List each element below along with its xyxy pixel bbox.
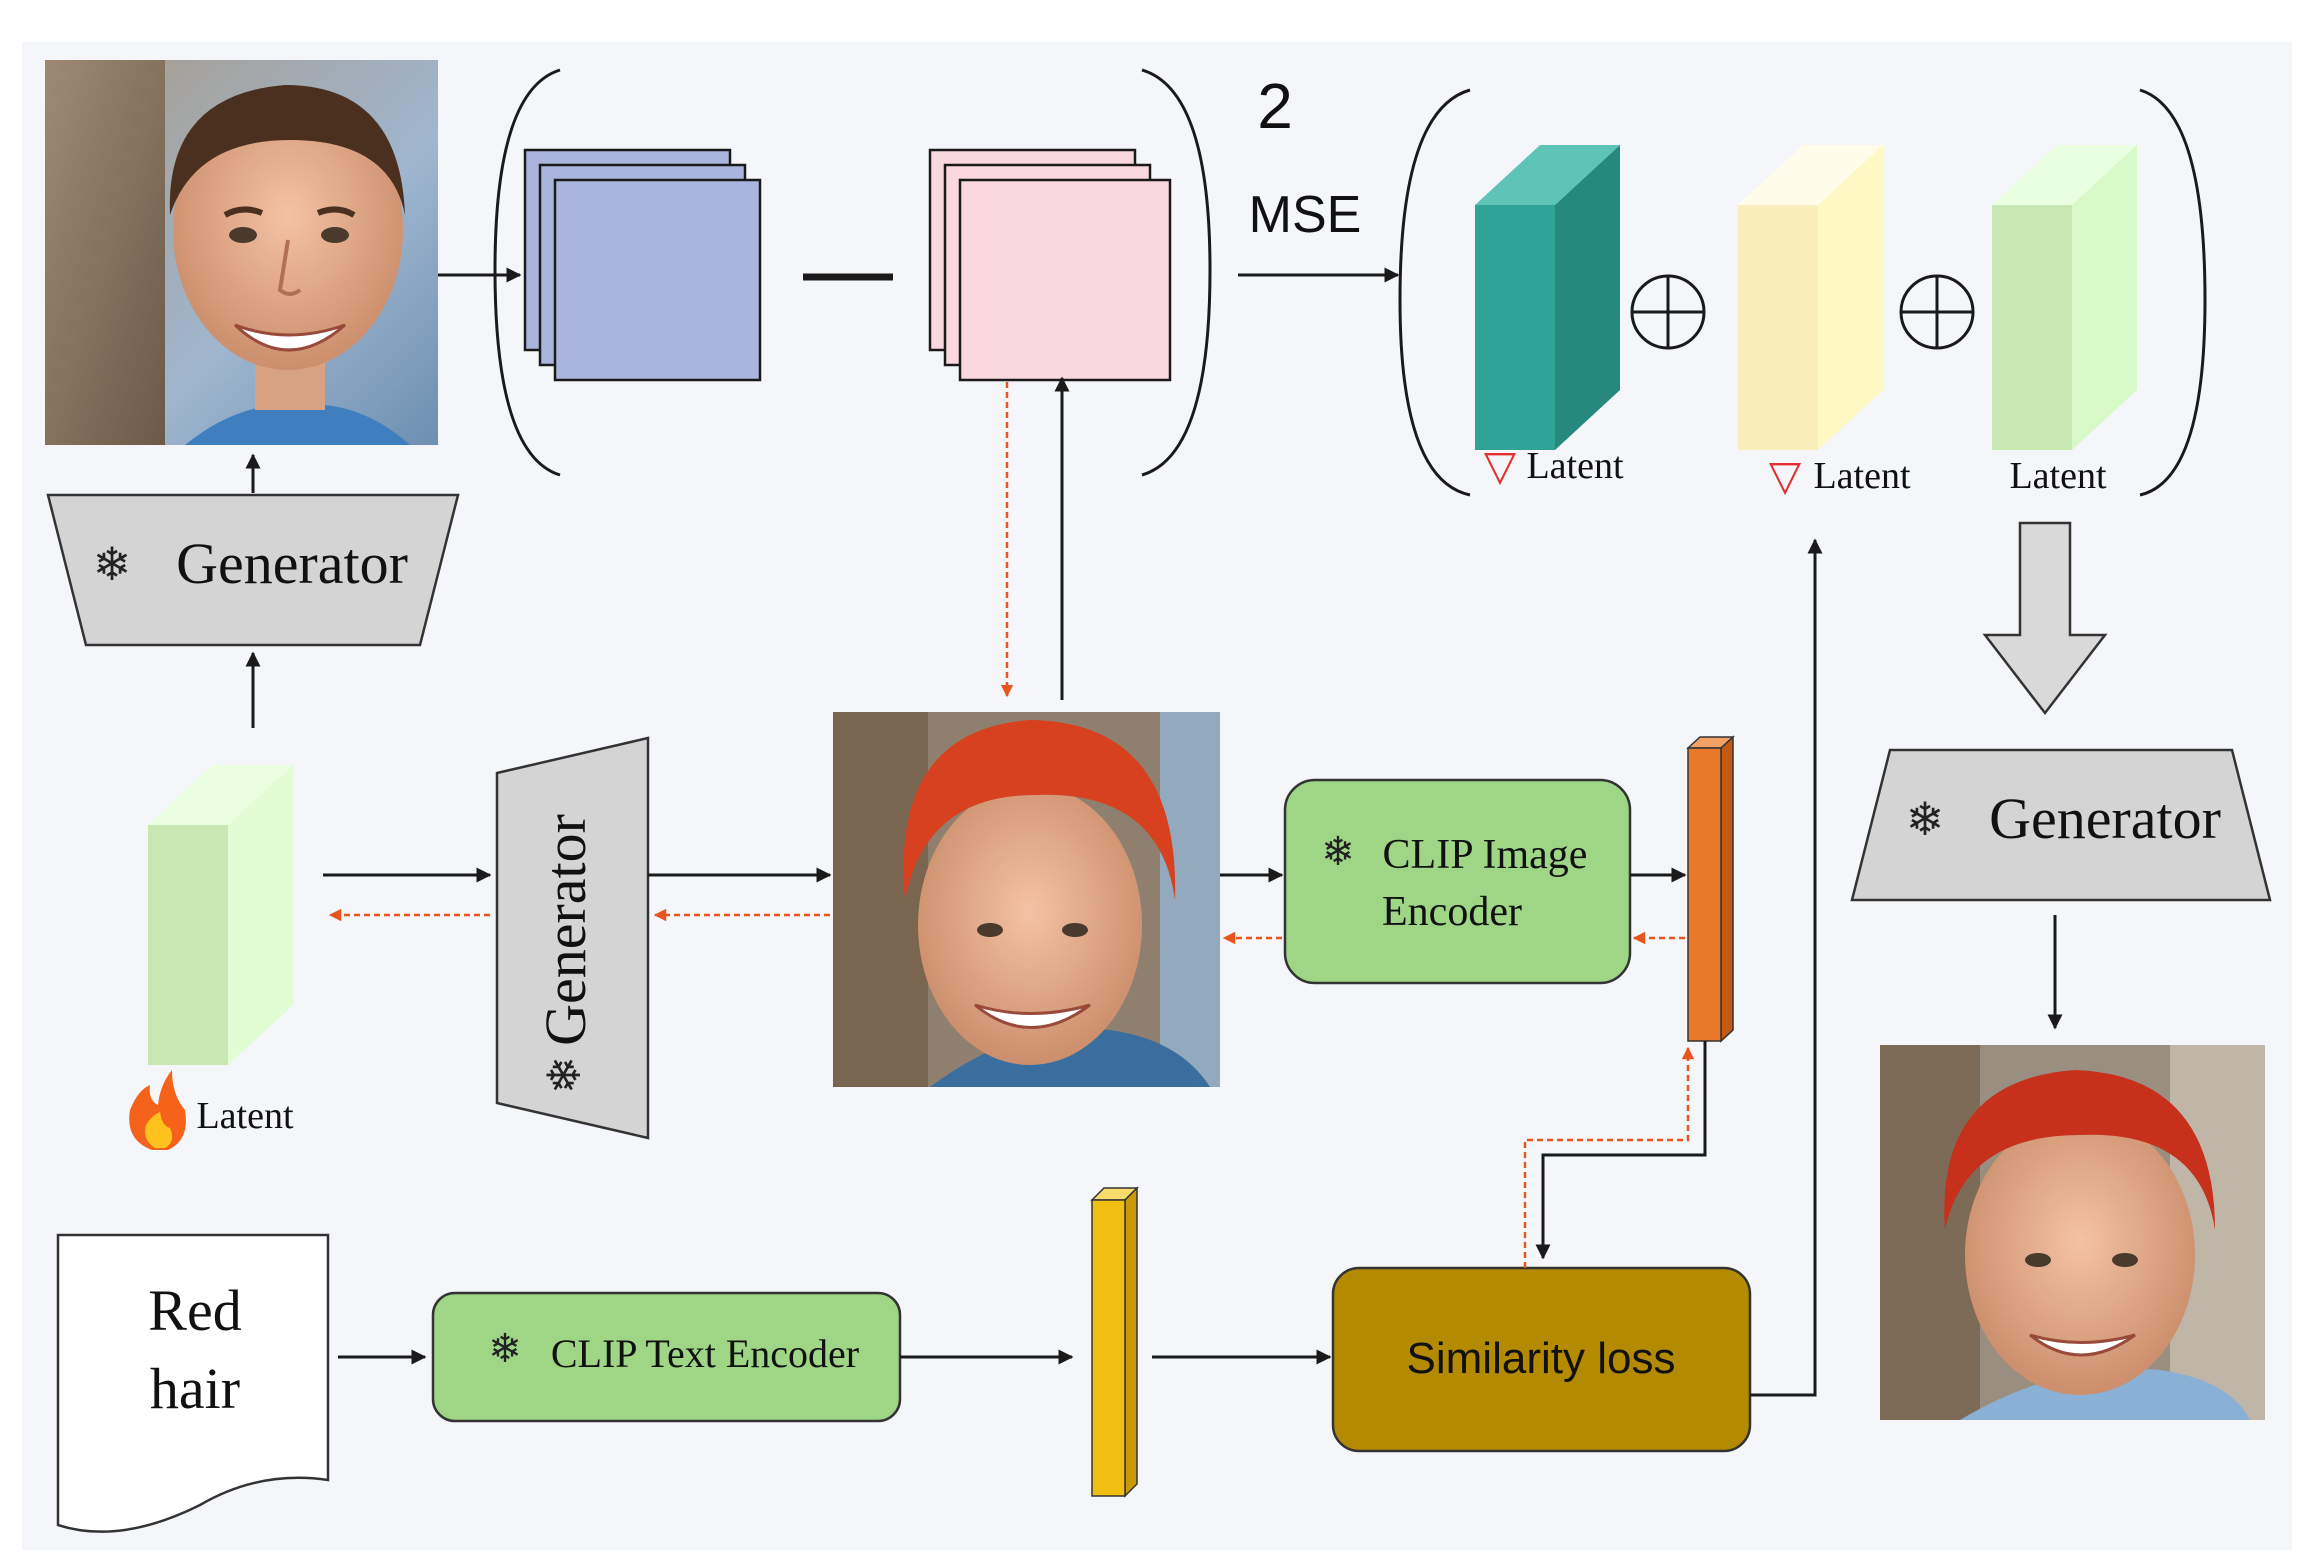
- latent-green-top: [1992, 145, 2137, 450]
- image-embedding: [1686, 735, 1735, 1043]
- similarity-loss-label: Similarity loss: [1407, 1334, 1676, 1383]
- clip-text-encoder: ❄ CLIP Text Encoder: [431, 1291, 902, 1423]
- generator-top-left: ❄ Generator: [46, 493, 460, 647]
- prompt-text-line2: hair: [150, 1356, 240, 1421]
- text-prompt-document: Red hair: [56, 1233, 330, 1533]
- prompt-text-line1: Red: [148, 1278, 241, 1343]
- update-down-arrow: [1982, 521, 2108, 716]
- generator-right-label: Generator: [1989, 786, 2221, 851]
- clip-image-encoder: ❄ CLIP Image Encoder: [1283, 778, 1632, 985]
- oplus-icon: [1630, 274, 1706, 350]
- edited-feature-maps: [928, 148, 1172, 382]
- snowflake-icon: ❄: [1906, 794, 1945, 845]
- trainable-latent-label: Latent: [196, 1095, 294, 1137]
- text-embedding: [1090, 1186, 1139, 1498]
- arrow-similarity-to-gradient-latent: [1750, 538, 1823, 1397]
- left-bracket: [493, 68, 561, 477]
- arrow-image-embedding-to-similarity: [1535, 1041, 1707, 1260]
- generator-right: ❄ Generator: [1850, 748, 2272, 902]
- gradient-latent-yellow: [1738, 145, 1883, 450]
- flame-icon: [129, 1070, 186, 1150]
- gradient-symbol: ▽: [1484, 444, 1517, 490]
- clip-image-encoder-label-line2: Encoder: [1382, 889, 1522, 935]
- oplus-icon: [1899, 274, 1975, 350]
- gradient-symbol: ▽: [1769, 454, 1802, 500]
- gradient-latent-yellow-label: Latent: [1813, 455, 1911, 497]
- generator-top-left-label: Generator: [176, 531, 408, 596]
- snowflake-icon: ❄: [539, 1056, 590, 1095]
- output-face-image: [1880, 1045, 2265, 1420]
- mse-label: MSE: [1249, 186, 1362, 244]
- latent-sum-left-bracket: [1398, 88, 1471, 497]
- generator-middle-label: Generator: [533, 814, 598, 1046]
- input-face-image: [45, 60, 438, 445]
- snowflake-icon: ❄: [93, 539, 132, 590]
- latent-green-top-label: Latent: [2009, 455, 2107, 497]
- clip-text-encoder-label: CLIP Text Encoder: [551, 1331, 859, 1376]
- edited-face-image: [833, 712, 1220, 1087]
- trainable-latent: [148, 765, 293, 1065]
- original-feature-maps: [523, 148, 762, 382]
- similarity-loss: Similarity loss: [1331, 1266, 1752, 1453]
- gradient-latent-teal-label: Latent: [1526, 445, 1624, 487]
- generator-middle: Generator ❄: [495, 736, 650, 1140]
- gradient-latent-teal: [1475, 145, 1620, 450]
- snowflake-icon: ❄: [1321, 829, 1355, 874]
- snowflake-icon: ❄: [488, 1326, 522, 1371]
- backprop-similarity-to-image-embedding: [1523, 1046, 1695, 1268]
- right-bracket: [1141, 68, 1212, 477]
- clip-image-encoder-label-line1: CLIP Image: [1383, 832, 1588, 878]
- squared-exponent: 2: [1257, 70, 1293, 142]
- latent-sum-right-bracket: [2139, 88, 2207, 497]
